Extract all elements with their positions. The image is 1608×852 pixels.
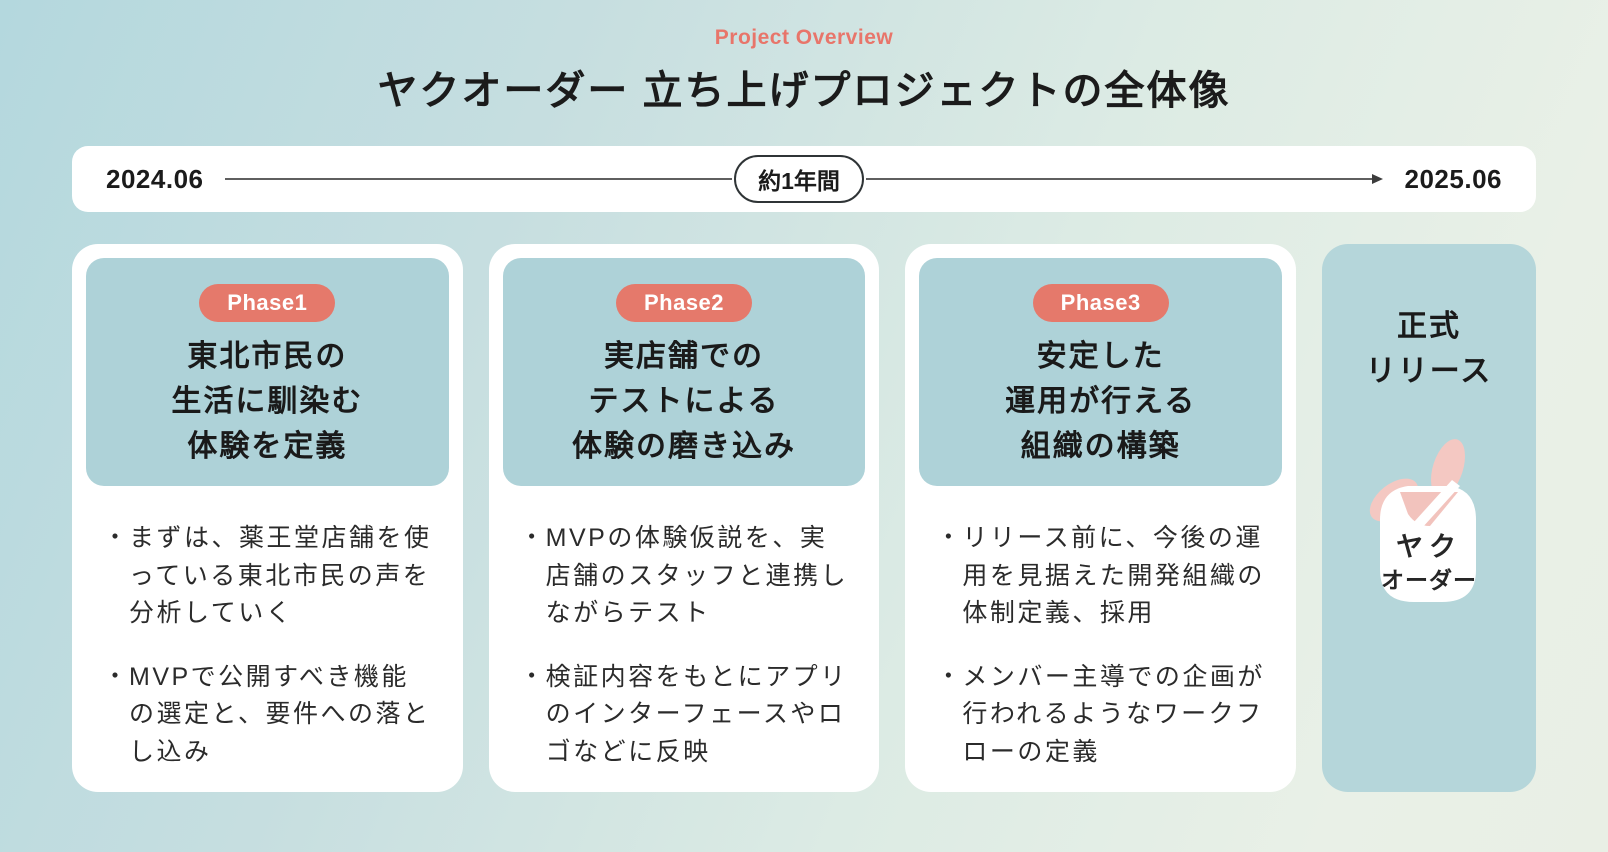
page-header: Project Overview ヤクオーダー 立ち上げプロジェクトの全体像 (0, 0, 1608, 116)
bullet-marker: ・ (519, 524, 544, 551)
phase2-card: Phase2 実店舗での テストによる 体験の磨き込み ・ MVPの体験仮説を、… (488, 244, 880, 792)
phase1-bullets: ・ まずは、薬王堂店舗を使っている東北市民の声を分析していく ・ MVPで公開す… (86, 486, 449, 771)
bullet-marker: ・ (936, 662, 961, 690)
phase1-card: Phase1 東北市民の 生活に馴染む 体験を定義 ・ まずは、薬王堂店舗を使っ… (72, 244, 463, 792)
phase3-bullets: ・ リリース前に、今後の運用を見据えた開発組織の体制定義、採用 ・ メンバー主導… (919, 486, 1282, 771)
eyebrow-label: Project Overview (714, 26, 894, 49)
bullet-text: リリース前に、今後の運用を見据えた開発組織の体制定義、採用 (962, 524, 1265, 627)
release-title: 正式 リリース (1365, 310, 1493, 388)
timeline-duration-badge: 約1年間 (734, 155, 864, 203)
page-title: ヤクオーダー 立ち上げプロジェクトの全体像 (377, 69, 1231, 113)
official-release-card: 正式 リリース ヤク オーダー (1322, 244, 1537, 792)
phase2-bullets: ・ MVPの体験仮説を、実店舗のスタッフと連携しながらテスト ・ 検証内容をもと… (503, 486, 866, 771)
logo-text-line1: ヤク (1396, 532, 1462, 562)
arrow-right-icon (1371, 174, 1383, 184)
bullet-text: MVPで公開すべき機能の選定と、要件への落とし込み (129, 662, 431, 766)
bullet-text: 検証内容をもとにアプリのインターフェースやロゴなどに反映 (545, 662, 848, 766)
phase1-badge: Phase1 (199, 284, 336, 322)
phase1-header: Phase1 東北市民の 生活に馴染む 体験を定義 (86, 258, 449, 486)
timeline-start-date: 2024.06 (106, 163, 204, 194)
timeline-bar: 2024.06 約1年間 2025.06 (72, 146, 1536, 212)
phase2-title: 実店舗での テストによる 体験の磨き込み (572, 340, 796, 463)
phases-row: Phase1 東北市民の 生活に馴染む 体験を定義 ・ まずは、薬王堂店舗を使っ… (72, 244, 1537, 792)
bullet-marker: ・ (103, 662, 127, 690)
bullet-text: MVPの体験仮説を、実店舗のスタッフと連携しながらテスト (545, 524, 849, 627)
list-item: ・ リリース前に、今後の運用を見据えた開発組織の体制定義、採用 (936, 520, 1268, 633)
phase3-header: Phase3 安定した 運用が行える 組織の構築 (919, 258, 1283, 486)
bullet-marker: ・ (519, 662, 544, 690)
list-item: ・ MVPの体験仮説を、実店舗のスタッフと連携しながらテスト (520, 520, 852, 633)
timeline-line-right-segment (865, 178, 1373, 180)
phase2-header: Phase2 実店舗での テストによる 体験の磨き込み (502, 258, 866, 486)
phase1-title: 東北市民の 生活に馴染む 体験を定義 (171, 340, 364, 463)
timeline-end-date: 2025.06 (1404, 163, 1502, 194)
logo-text-line2: オーダー (1381, 567, 1477, 593)
bullet-text: メンバー主導での企画が行われるようなワークフローの定義 (962, 662, 1265, 766)
bullet-text: まずは、薬王堂店舗を使っている東北市民の声を分析していく (129, 524, 432, 627)
timeline-line: 約1年間 (225, 155, 1383, 203)
phase3-badge: Phase3 (1032, 284, 1169, 322)
list-item: ・ メンバー主導での企画が行われるようなワークフローの定義 (936, 659, 1268, 772)
phase3-card: Phase3 安定した 運用が行える 組織の構築 ・ リリース前に、今後の運用を… (905, 244, 1297, 792)
list-item: ・ まずは、薬王堂店舗を使っている東北市民の声を分析していく (103, 520, 435, 633)
yaku-order-logo-icon: ヤク オーダー (1369, 439, 1477, 602)
timeline-line-left-segment (225, 178, 733, 180)
list-item: ・ MVPで公開すべき機能の選定と、要件への落とし込み (103, 659, 435, 772)
list-item: ・ 検証内容をもとにアプリのインターフェースやロゴなどに反映 (520, 659, 852, 772)
bullet-marker: ・ (103, 524, 127, 551)
bullet-marker: ・ (936, 524, 961, 551)
phase2-badge: Phase2 (615, 284, 753, 322)
phase3-title: 安定した 運用が行える 組織の構築 (1005, 340, 1197, 463)
